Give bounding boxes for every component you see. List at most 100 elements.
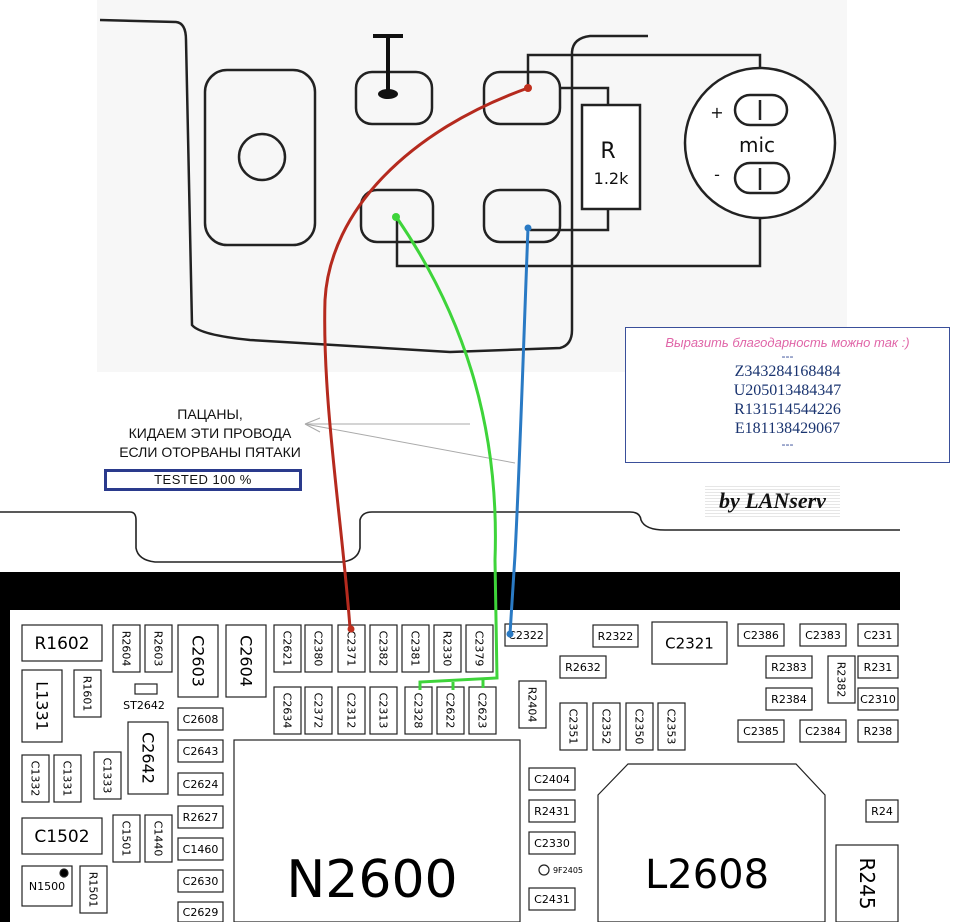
pcb-part-c2379 <box>465 624 494 673</box>
pcb-label-r2627: R2627 <box>183 811 219 824</box>
pcb-label-r2330: R2330 <box>441 631 454 667</box>
pcb-label-c2353: C2353 <box>665 709 678 745</box>
thanks-box: Выразить благодарность можно так :) --- … <box>625 327 950 463</box>
pcb-label-r2322: R2322 <box>598 630 634 643</box>
mic-minus-pad <box>733 161 791 195</box>
warning-line-2: КИДАЕМ ЭТИ ПРОВОДА <box>128 425 292 441</box>
warning-line-1: ПАЦАНЫ, <box>177 406 243 422</box>
pcb-part-r245 <box>835 844 899 922</box>
resistor-letter: R <box>600 139 615 164</box>
pcb-label-c2604: C2604 <box>236 635 255 687</box>
pcb-label-c2404: C2404 <box>534 773 570 786</box>
red-wire <box>323 86 529 629</box>
pcb-label-c1501: C1501 <box>120 821 133 857</box>
pad-top-right <box>482 70 562 126</box>
pcb-label-r2604: R2604 <box>120 631 133 667</box>
pcb-part-r2322 <box>592 624 639 648</box>
pcb-label-r2382: R2382 <box>835 662 848 698</box>
pcb-part-c2310 <box>857 687 899 711</box>
pcb-shield-outline <box>0 511 900 563</box>
pcb-label-r24: R24 <box>871 805 893 818</box>
ground-symbol <box>373 34 403 93</box>
pcb-label-c2643: C2643 <box>183 745 219 758</box>
pcb-label-c1332: C1332 <box>29 761 42 797</box>
pcb-part-r2632 <box>559 655 607 679</box>
blue-wire <box>508 227 530 635</box>
wallet-u: U205013484347 <box>733 382 842 399</box>
pcb-label-r238: R238 <box>864 725 893 738</box>
pcb-part-c2642 <box>127 721 169 795</box>
pcb-part-c2629 <box>177 901 224 922</box>
pcb-label-c1333: C1333 <box>101 758 114 794</box>
pcb-part-l1331 <box>21 669 63 743</box>
pcb-label-c2312: C2312 <box>345 693 358 729</box>
chip-l2608 <box>597 763 826 922</box>
pcb-label-c2351: C2351 <box>567 709 580 745</box>
pcb-label-c1460: C1460 <box>183 843 219 856</box>
pcb-label-c2352: C2352 <box>600 709 613 745</box>
pcb-part-c231 <box>857 623 899 647</box>
pcb-part-c2322 <box>504 623 548 647</box>
pcb-label-c2383: C2383 <box>805 629 841 642</box>
pcb-part-c2608 <box>177 707 224 731</box>
wallet-z: Z343284168484 <box>734 363 841 380</box>
mic-label: mic <box>739 133 775 157</box>
pcb-part-c2380 <box>304 624 333 673</box>
pcb-part-r2404 <box>518 680 547 729</box>
pcb-label-c2431: C2431 <box>534 893 570 906</box>
pcb-part-c2371 <box>337 624 366 673</box>
pcb-part-st2642 <box>134 683 158 695</box>
pcb-black-band <box>0 572 900 610</box>
pcb-label-9f2405: 9F2405 <box>553 866 583 875</box>
chip-l2608-label: L2608 <box>645 852 769 898</box>
pcb-part-c2621 <box>273 624 302 673</box>
mic-minus-sign: - <box>714 165 720 184</box>
pcb-label-c2630: C2630 <box>183 875 219 888</box>
red-wire-end-bottom <box>347 625 355 633</box>
pcb-label-c2634: C2634 <box>281 693 294 729</box>
resistor <box>580 103 642 211</box>
author-signature: by LANserv <box>705 485 840 517</box>
pcb-part-c2381 <box>401 624 430 673</box>
pcb-part-c2630 <box>177 869 224 893</box>
pcb-label-c2622: C2622 <box>444 693 457 729</box>
pcb-label-c2310: C2310 <box>860 693 896 706</box>
pcb-part-c1460 <box>177 837 224 861</box>
ground-dot <box>378 89 398 99</box>
pcb-label-st2642: ST2642 <box>123 699 165 712</box>
thanks-title: Выразить благодарность можно так :) <box>665 335 910 350</box>
pcb-part-c2622 <box>436 686 465 735</box>
pcb-part-c2604 <box>225 624 267 698</box>
mic-plus-pad <box>733 93 789 127</box>
pcb-label-c2381: C2381 <box>409 631 422 667</box>
pcb-label-r2431: R2431 <box>534 805 570 818</box>
pcb-part-c2352 <box>592 702 621 751</box>
pcb-part-c2385 <box>737 719 785 743</box>
blue-wire-end-bottom <box>506 630 514 638</box>
pcb-label-c1502: C1502 <box>34 827 89 847</box>
pcb-label-c2624: C2624 <box>183 778 219 791</box>
pcb-label-c2322: C2322 <box>508 629 544 642</box>
pcb-part-r238 <box>857 719 899 743</box>
pcb-part-c1501 <box>112 814 141 863</box>
pointer-arrows <box>304 417 516 464</box>
pcb-part-r2603 <box>144 624 173 673</box>
warning-line-3: ЕСЛИ ОТОРВАНЫ ПЯТАКИ <box>119 444 301 460</box>
pcb-label-c2603: C2603 <box>188 635 207 687</box>
pcb-label-c2608: C2608 <box>183 713 219 726</box>
pcb-label-r1602: R1602 <box>34 634 89 654</box>
pcb-testpoint-9f2405 <box>538 864 550 876</box>
resistor-value: 1.2k <box>594 169 629 188</box>
pcb-label-c2384: C2384 <box>805 725 841 738</box>
pcb-label-r2404: R2404 <box>526 687 539 723</box>
pcb-label-c2385: C2385 <box>743 725 779 738</box>
pcb-part-c1502 <box>21 817 103 855</box>
chip-n2600-label: N2600 <box>286 850 457 910</box>
pcb-part-r231 <box>857 655 899 679</box>
thanks-separator-bottom: --- <box>781 437 794 451</box>
pcb-label-r245: R245 <box>855 857 879 909</box>
pcb-part-r2384 <box>765 687 813 711</box>
pcb-part-c2603 <box>177 624 219 698</box>
pcb-part-c1440 <box>144 814 173 863</box>
pcb-pin1-dot <box>59 868 69 878</box>
